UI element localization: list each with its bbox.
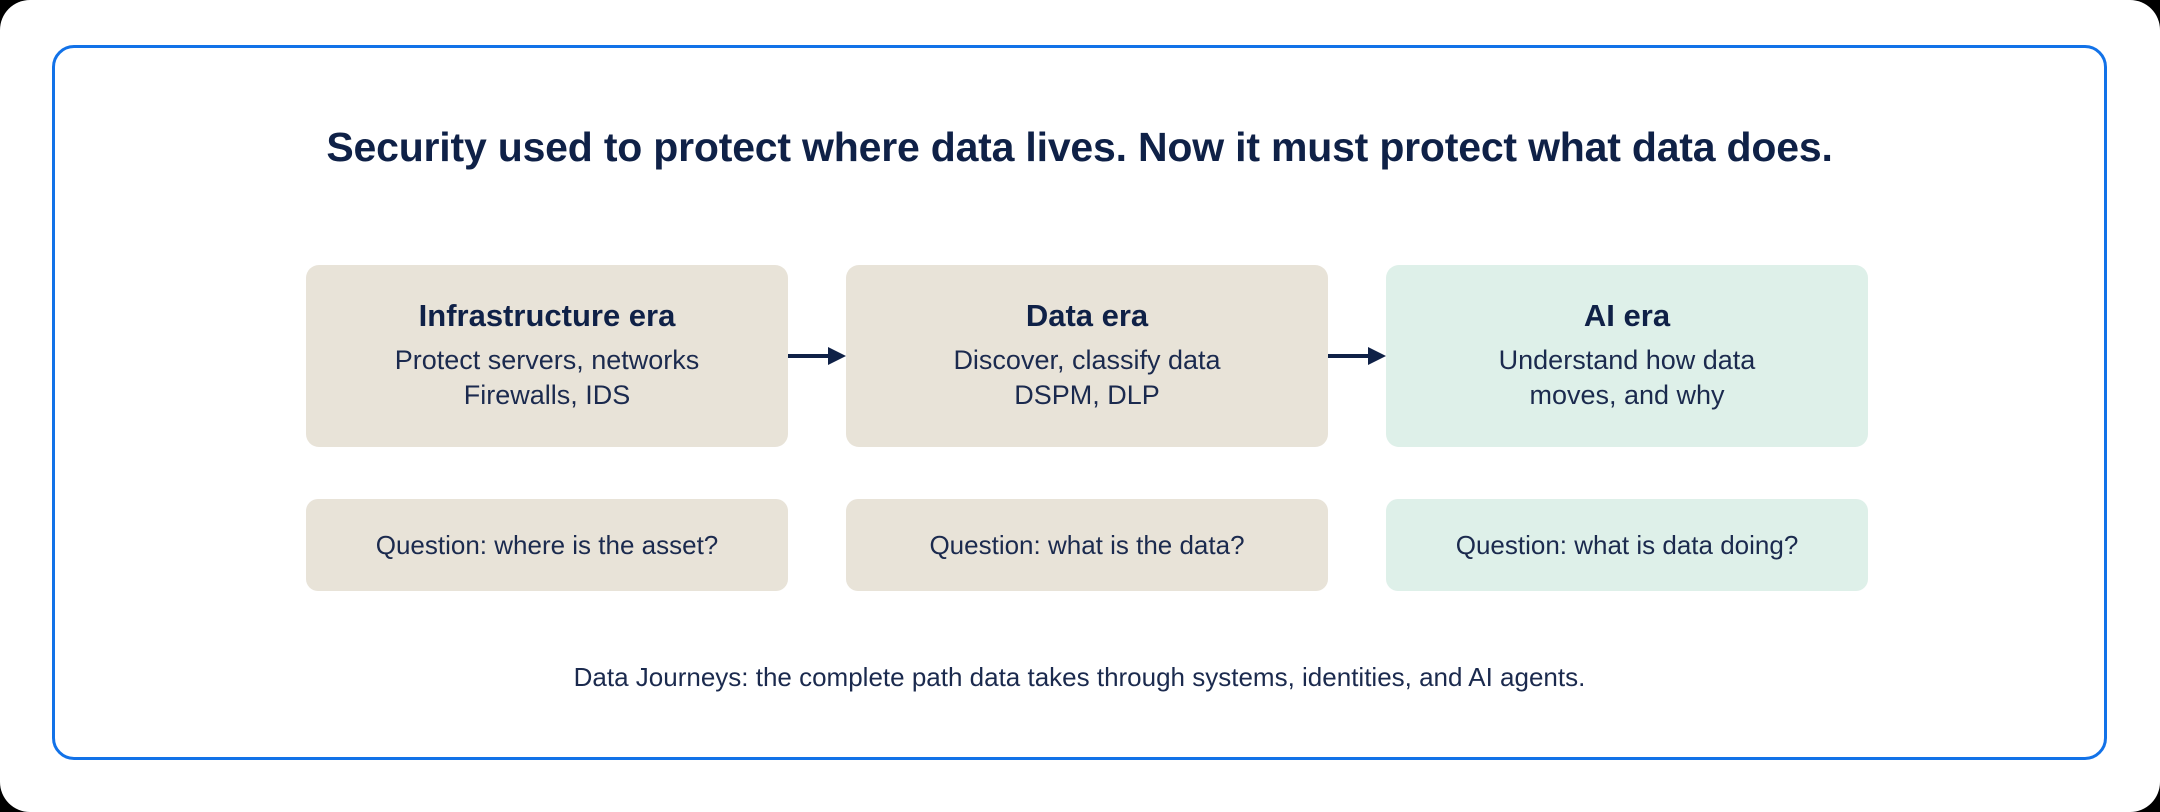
era-detail-line-1: Discover, classify data — [953, 344, 1221, 375]
footer-note: Data Journeys: the complete path data ta… — [573, 662, 1586, 692]
era-detail-line-2: DSPM, DLP — [1014, 380, 1160, 411]
arrow-connector-2 — [1328, 265, 1386, 447]
era-detail-line-1: Understand how data — [1498, 344, 1756, 375]
diagram-panel: Security used to protect where data live… — [52, 45, 2107, 760]
question-chip-infrastructure[interactable]: Question: where is the asset? — [306, 499, 788, 591]
era-title: Data era — [1025, 298, 1149, 334]
question-chip-data[interactable]: Question: what is the data? — [846, 499, 1328, 591]
chip-spacer — [1328, 499, 1386, 591]
era-card-ai[interactable]: AI era Understand how data moves, and wh… — [1386, 265, 1868, 447]
era-card-data[interactable]: Data era Discover, classify data DSPM, D… — [846, 265, 1328, 447]
era-detail-line-1: Protect servers, networks — [394, 344, 700, 375]
era-detail-line-2: moves, and why — [1529, 380, 1725, 411]
chip-spacer — [788, 499, 846, 591]
headline: Security used to protect where data live… — [326, 124, 1833, 170]
arrow-right-icon — [788, 347, 846, 365]
question-chip-ai[interactable]: Question: what is data doing? — [1386, 499, 1868, 591]
era-title: Infrastructure era — [418, 298, 676, 334]
era-title: AI era — [1583, 298, 1671, 334]
era-cards-row: Infrastructure era Protect servers, netw… — [306, 265, 1868, 447]
arrow-connector-1 — [788, 265, 846, 447]
era-card-infrastructure[interactable]: Infrastructure era Protect servers, netw… — [306, 265, 788, 447]
question-chips-row: Question: where is the asset? Question: … — [306, 499, 1868, 591]
era-detail-line-2: Firewalls, IDS — [463, 380, 631, 411]
arrow-right-icon — [1328, 347, 1386, 365]
